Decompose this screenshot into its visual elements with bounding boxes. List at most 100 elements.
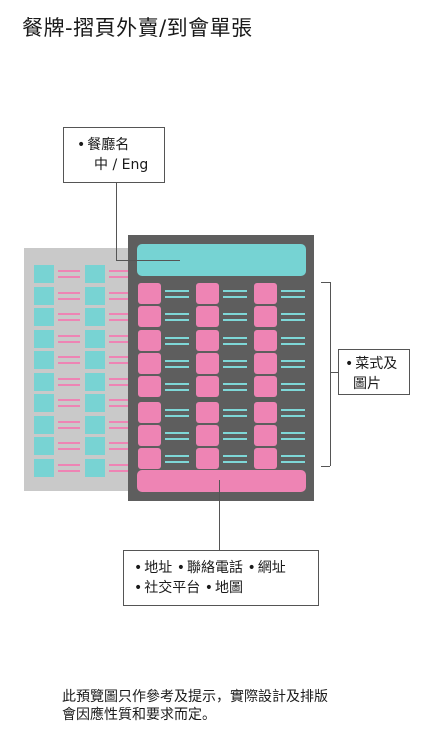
front-item-text-line <box>281 296 305 298</box>
front-item-image <box>196 448 219 469</box>
back-item-image <box>34 265 54 283</box>
front-item-image <box>196 330 219 351</box>
back-item-text-line <box>109 469 131 472</box>
front-item-text-line <box>223 366 247 368</box>
front-item-text-line <box>281 455 305 457</box>
back-item-image <box>34 372 54 391</box>
back-item-image <box>34 394 54 412</box>
back-item-image <box>85 308 105 326</box>
bullet: • <box>134 560 143 576</box>
front-item-text-line <box>281 313 305 315</box>
back-item-image <box>85 415 105 434</box>
bullet: • <box>176 560 185 576</box>
back-item-image <box>85 265 105 283</box>
front-item-text-line <box>281 415 305 417</box>
front-item-text-line <box>165 389 189 391</box>
back-item-text-line <box>58 276 80 278</box>
back-item-text-line <box>58 383 80 386</box>
back-item-image <box>34 329 54 348</box>
back-item-text-line <box>58 340 80 343</box>
front-item-text-line <box>165 343 189 345</box>
restaurant-name-label: 餐廳名 <box>87 137 130 153</box>
back-item-image <box>34 286 54 305</box>
back-item-text-line <box>58 377 80 380</box>
front-item-image <box>254 330 277 351</box>
front-item-text-line <box>281 438 305 440</box>
front-item-text-line <box>165 319 189 321</box>
back-item-image <box>85 351 105 369</box>
front-item-text-line <box>281 461 305 463</box>
front-item-text-line <box>223 415 247 417</box>
front-item-text-line <box>223 455 247 457</box>
front-item-text-line <box>165 415 189 417</box>
front-item-text-line <box>223 337 247 339</box>
front-item-text-line <box>281 409 305 411</box>
footer-banner <box>137 470 306 492</box>
front-item-image <box>254 283 277 304</box>
back-item-text-line <box>109 356 131 358</box>
front-item-text-line <box>281 337 305 339</box>
front-item-text-line <box>281 319 305 321</box>
back-item-image <box>85 329 105 348</box>
front-item-text-line <box>281 343 305 345</box>
back-item-text-line <box>58 426 80 429</box>
front-item-text-line <box>165 438 189 440</box>
map-label: 地圖 <box>214 580 243 596</box>
address-label: 地址 <box>144 560 173 576</box>
dishes-callout: •菜式及 圖片 <box>338 349 410 395</box>
back-item-text-line <box>58 291 80 294</box>
back-item-image <box>34 437 54 455</box>
back-item-text-line <box>109 463 131 466</box>
front-item-text-line <box>223 432 247 434</box>
back-item-text-line <box>58 270 80 272</box>
back-item-image <box>34 308 54 326</box>
front-item-text-line <box>223 409 247 411</box>
disclaimer-line2: 會因應性質和要求而定。 <box>62 707 216 723</box>
website-label: 網址 <box>257 560 286 576</box>
dishes-label-line1: 菜式及 <box>355 356 398 372</box>
back-item-text-line <box>58 463 80 466</box>
back-item-text-line <box>109 297 131 300</box>
back-item-image <box>85 286 105 305</box>
front-item-text-line <box>165 290 189 292</box>
front-item-image <box>196 306 219 327</box>
front-item-image <box>254 376 277 397</box>
front-item-image <box>254 353 277 374</box>
front-item-text-line <box>223 319 247 321</box>
back-item-image <box>34 458 54 477</box>
back-item-text-line <box>58 297 80 300</box>
front-item-text-line <box>281 366 305 368</box>
back-item-text-line <box>109 420 131 423</box>
front-item-text-line <box>281 360 305 362</box>
front-item-text-line <box>165 432 189 434</box>
dish-bracket-vertical <box>330 282 331 466</box>
front-item-text-line <box>281 389 305 391</box>
back-item-text-line <box>109 334 131 337</box>
restaurant-name-languages: 中 / Eng <box>94 157 149 173</box>
front-item-image <box>196 425 219 446</box>
front-item-text-line <box>165 383 189 385</box>
back-item-text-line <box>58 334 80 337</box>
front-item-image <box>138 283 161 304</box>
back-item-text-line <box>58 356 80 358</box>
contact-connector <box>219 480 220 550</box>
front-item-text-line <box>165 313 189 315</box>
back-item-text-line <box>109 399 131 401</box>
back-item-text-line <box>58 420 80 423</box>
front-item-text-line <box>223 383 247 385</box>
front-item-text-line <box>223 343 247 345</box>
back-item-text-line <box>58 362 80 364</box>
front-item-text-line <box>223 461 247 463</box>
back-item-text-line <box>109 313 131 315</box>
dish-connector <box>330 372 338 373</box>
front-item-text-line <box>281 383 305 385</box>
social-label: 社交平台 <box>144 580 201 596</box>
name-connector-horizontal <box>116 260 180 261</box>
front-item-text-line <box>165 296 189 298</box>
name-connector-vertical <box>116 183 117 261</box>
bullet: • <box>204 580 213 596</box>
back-item-text-line <box>58 319 80 321</box>
front-item-image <box>138 330 161 351</box>
front-item-image <box>138 425 161 446</box>
front-item-image <box>196 376 219 397</box>
